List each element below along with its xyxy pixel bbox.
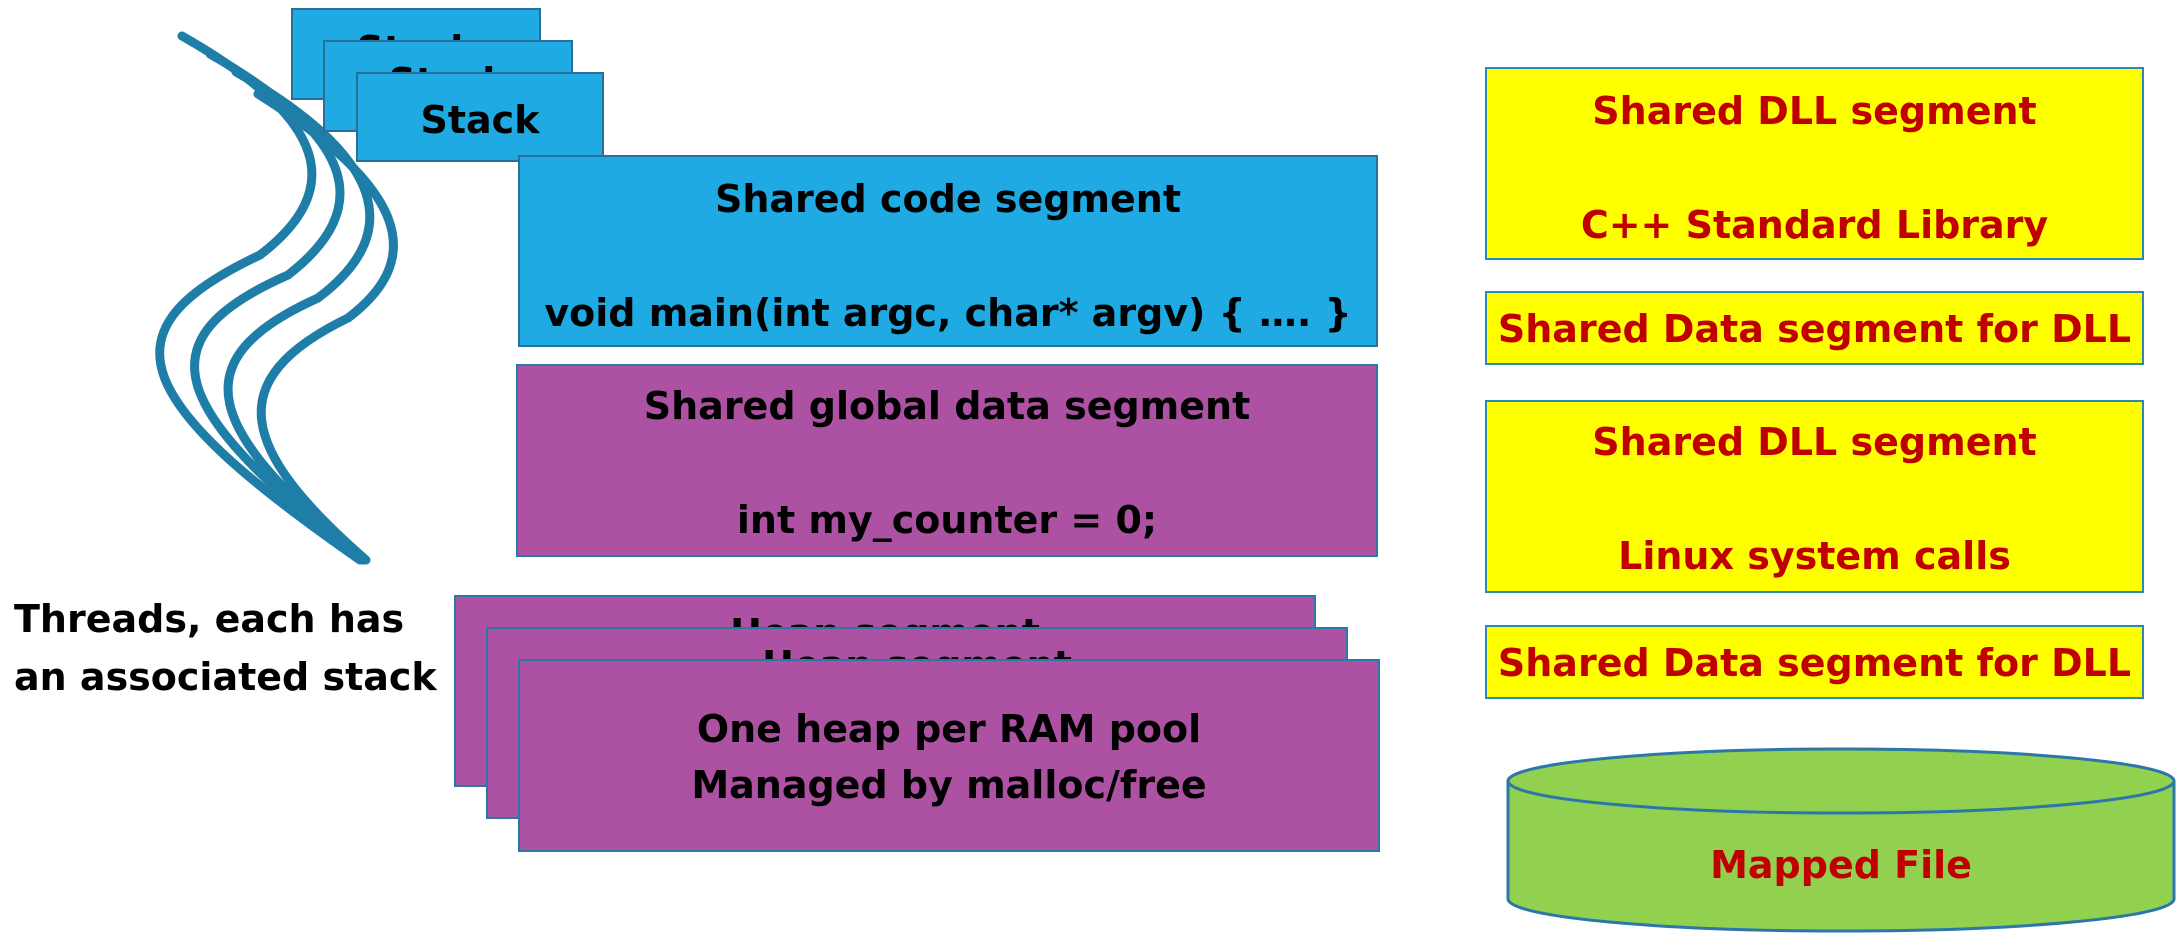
stack-label-front: Stack — [420, 98, 540, 142]
shared-dll-segment-cpp: Shared DLL segment C++ Standard Library — [1485, 67, 2144, 260]
threads-caption-line1: Threads, each has — [14, 597, 405, 641]
shared-dll-data-segment-2: Shared Data segment for DLL — [1485, 625, 2144, 699]
threads-caption-line2: an associated stack — [14, 655, 437, 699]
mapped-file-label: Mapped File — [1710, 843, 1972, 887]
shared-dll-data-segment-1: Shared Data segment for DLL — [1485, 291, 2144, 365]
dll-data-label-1: Shared Data segment for DLL — [1497, 307, 2132, 351]
shared-global-data-segment: Shared global data segment int my_counte… — [516, 364, 1378, 557]
heap-front-line1: One heap per RAM pool — [696, 707, 1202, 751]
thread-line-4 — [253, 89, 398, 565]
heap-front-line2: Managed by malloc/free — [691, 763, 1207, 807]
threads-caption: Threads, each has an associated stack — [14, 590, 437, 706]
threads-illustration — [155, 31, 398, 565]
global-segment-code: int my_counter = 0; — [736, 498, 1158, 542]
stack-box-front: Stack — [356, 72, 604, 162]
global-segment-title: Shared global data segment — [643, 384, 1251, 428]
shared-code-segment: Shared code segment void main(int argc, … — [518, 155, 1378, 347]
code-segment-title: Shared code segment — [714, 177, 1182, 221]
dll-data-label-2: Shared Data segment for DLL — [1497, 641, 2132, 685]
dll-linux-subtitle: Linux system calls — [1618, 534, 2011, 578]
dll-cpp-subtitle: C++ Standard Library — [1580, 203, 2049, 247]
dll-linux-title: Shared DLL segment — [1592, 420, 2037, 464]
shared-dll-segment-linux: Shared DLL segment Linux system calls — [1485, 400, 2144, 593]
code-segment-code: void main(int argc, char* argv) { …. } — [544, 291, 1352, 335]
mapped-file-cylinder: Mapped File — [1506, 747, 2176, 933]
heap-box-front: One heap per RAM pool Managed by malloc/… — [518, 659, 1380, 852]
dll-cpp-title: Shared DLL segment — [1592, 89, 2037, 133]
